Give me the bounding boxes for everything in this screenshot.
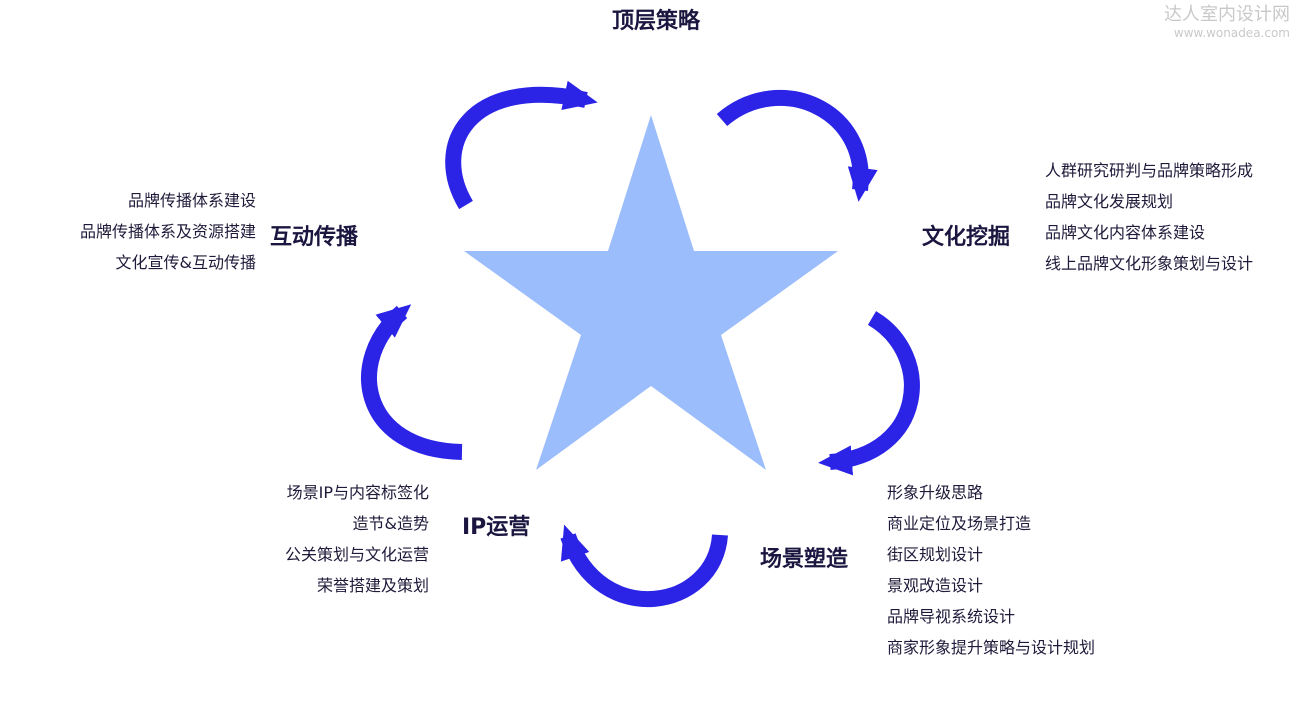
list-item: 品牌传播体系建设 — [127, 191, 256, 210]
cycle-arrow-bottom — [560, 524, 728, 607]
list-item: 品牌导视系统设计 — [887, 607, 1016, 626]
list-item: 街区规划设计 — [887, 545, 984, 564]
list-item: 公关策划与文化运营 — [284, 545, 429, 564]
list-item: 场景IP与内容标签化 — [286, 483, 429, 502]
list-item: 造节&造势 — [352, 514, 429, 533]
node-label-interactive-communication: 互动传播 — [270, 225, 359, 250]
interactive-communication-item-list: 品牌传播体系建设 品牌传播体系及资源搭建 文化宣传&互动传播 — [80, 185, 256, 278]
list-item: 形象升级思路 — [887, 483, 984, 502]
cycle-arrow-top-right — [716, 89, 878, 202]
list-item: 品牌文化内容体系建设 — [1045, 223, 1206, 242]
node-label-top-strategy: 顶层策略 — [612, 9, 701, 34]
scene-shaping-item-list: 形象升级思路 商业定位及场景打造 街区规划设计 景观改造设计 品牌导视系统设计 … — [887, 477, 1095, 663]
cycle-arrow-right — [818, 311, 920, 476]
node-label-culture-mining: 文化挖掘 — [922, 225, 1011, 250]
list-item: 线上品牌文化形象策划与设计 — [1045, 254, 1254, 273]
watermark-title: 达人室内设计网 — [1164, 4, 1290, 25]
center-star — [464, 115, 838, 470]
node-label-ip-operation: IP运营 — [462, 515, 531, 540]
cycle-arrow-left — [361, 304, 463, 460]
list-item: 景观改造设计 — [887, 576, 984, 595]
list-item: 品牌文化发展规划 — [1045, 192, 1174, 211]
node-label-scene-shaping: 场景塑造 — [760, 547, 849, 572]
cycle-arrow-top-left — [445, 80, 598, 210]
culture-mining-item-list: 人群研究研判与品牌策略形成 品牌文化发展规划 品牌文化内容体系建设 线上品牌文化… — [1045, 155, 1253, 279]
list-item: 荣誉搭建及策划 — [316, 576, 429, 595]
ip-operation-item-list: 场景IP与内容标签化 造节&造势 公关策划与文化运营 荣誉搭建及策划 — [285, 477, 429, 601]
list-item: 商家形象提升策略与设计规划 — [887, 638, 1096, 657]
list-item: 品牌传播体系及资源搭建 — [79, 222, 256, 241]
list-item: 文化宣传&互动传播 — [115, 253, 256, 272]
watermark: 达人室内设计网 www.wonadea.com — [1164, 4, 1290, 40]
list-item: 商业定位及场景打造 — [887, 514, 1032, 533]
list-item: 人群研究研判与品牌策略形成 — [1045, 161, 1254, 180]
watermark-url: www.wonadea.com — [1173, 26, 1290, 40]
